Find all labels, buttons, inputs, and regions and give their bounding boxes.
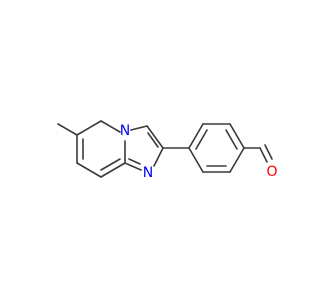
bond-c8-c8a (100, 162, 126, 178)
bond-cho-o-second (264, 144, 273, 160)
bond-n1-c8a (124, 162, 142, 171)
atom-label-n-bridgehead: N (120, 123, 130, 139)
bond-c3-c2 (146, 125, 164, 149)
atom-label-n-imidazole: N (143, 165, 153, 181)
bond-methyl (57, 123, 78, 136)
bond-ph6-ph1 (188, 147, 204, 173)
bond-c8-c8a-inner (100, 158, 121, 171)
bond-ph1-ph2 (188, 123, 204, 149)
chemical-structure-diagram: N N O (57, 120, 278, 181)
bond-c6-c5 (76, 120, 102, 136)
bond-c5-n4 (100, 120, 121, 133)
bond-n1-c8a-inner (128, 158, 141, 165)
bond-ph4-ph5 (229, 147, 245, 173)
atom-label-layer: N N O (120, 123, 278, 181)
bond-c7-c8 (76, 162, 102, 178)
bond-n4-c3 (130, 125, 148, 131)
bond-c3-c2-inner (147, 132, 159, 148)
bond-cho-o (259, 147, 268, 163)
bond-c2-n1 (153, 147, 164, 167)
atom-label-o-aldehyde: O (266, 164, 277, 180)
bond-ph3-ph4 (229, 123, 245, 149)
bond-layer (57, 120, 273, 178)
bond-ph3-ph4-inner (225, 129, 238, 150)
bond-ph1-ph2-inner (195, 129, 208, 150)
